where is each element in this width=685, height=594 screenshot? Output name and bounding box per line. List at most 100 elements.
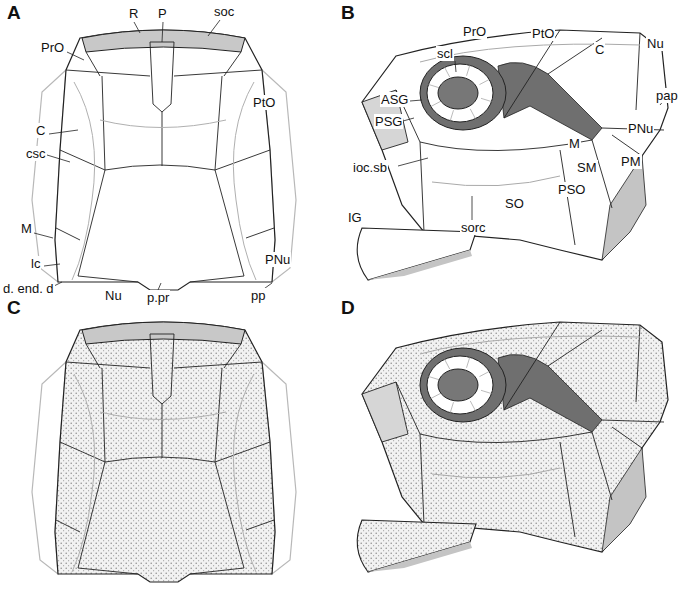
bone-label: SO (504, 196, 525, 211)
ring-segment (467, 65, 470, 76)
bone-label: IG (347, 210, 363, 225)
plate-suture (174, 70, 262, 76)
lateral-skull-drawing (357, 30, 668, 280)
bone-label: soc (213, 4, 235, 19)
ring-segment (428, 84, 439, 87)
bone-label: SM (576, 160, 598, 175)
skull-roof (55, 322, 275, 582)
bone-label: ASG (380, 92, 409, 107)
postorbital-area (498, 62, 602, 140)
cheek-outline (362, 322, 668, 552)
plate-suture (60, 442, 105, 462)
plate-suture (504, 30, 560, 118)
shaded-region (602, 156, 646, 260)
panel-letter: B (340, 2, 356, 23)
plate-suture (602, 420, 664, 422)
orbit (420, 56, 506, 130)
bone-label: R (128, 6, 139, 21)
plate-suture (420, 140, 592, 151)
plate-suture (504, 322, 560, 410)
sensory-canal (100, 412, 226, 420)
bone-label: PtO (252, 95, 276, 110)
bone-label: M (568, 136, 581, 151)
plate-suture (66, 70, 150, 76)
dorsal-skull-drawing (32, 30, 296, 290)
bone-label: d. end. d (2, 281, 55, 296)
panel-letter: A (6, 2, 22, 23)
plate-suture (224, 52, 241, 76)
bone-label: pap (655, 88, 679, 103)
plate-suture (105, 457, 244, 574)
dorsal-skull-rendering (32, 322, 296, 582)
bone-label: Nu (646, 36, 665, 51)
bone-label: p.pr (146, 290, 170, 305)
shaded-region (602, 448, 646, 552)
plate-suture (60, 150, 105, 170)
bone-label: pp (250, 288, 266, 303)
bone-label: PSO (557, 182, 586, 197)
bone-label: PNu (627, 121, 654, 136)
plate-suture (396, 382, 420, 434)
ring-segment (450, 402, 453, 413)
ring-segment (431, 393, 441, 398)
sensory-canal (420, 44, 640, 62)
sensory-canal (233, 374, 256, 572)
plate-suture (86, 52, 100, 76)
plate-suture (215, 368, 222, 462)
lateral-skull-rendering (357, 322, 668, 572)
sensory-canal (432, 468, 560, 478)
suborbital-front (362, 382, 408, 442)
eye (438, 369, 478, 401)
plate-suture (105, 165, 244, 282)
plate-suture (56, 228, 80, 240)
plate-suture (612, 135, 642, 156)
ring-segment (479, 79, 489, 84)
plate-suture (560, 442, 575, 537)
leader-lines (34, 20, 665, 291)
bone-label: Nu (104, 288, 123, 303)
plate-suture (215, 76, 222, 170)
plate-suture (224, 344, 241, 368)
bone-label: M (20, 221, 33, 236)
ring-segment (479, 371, 489, 376)
rostral-plate (82, 30, 245, 52)
plate-suture (612, 427, 642, 448)
plate-suture (548, 330, 602, 366)
jaw-shade (368, 250, 472, 280)
plate-suture (86, 344, 100, 368)
bone-label: PM (620, 154, 642, 169)
plate-suture (215, 442, 270, 462)
plate-suture (162, 112, 163, 166)
plate-suture (420, 434, 424, 524)
jaw-shade (368, 542, 472, 572)
ring-segment (481, 98, 492, 101)
plate-suture (592, 432, 612, 500)
plate-suture (78, 170, 138, 282)
plate-suture (246, 520, 274, 530)
sensory-canal (100, 120, 226, 128)
sensory-canal (432, 176, 560, 186)
plate-suture (420, 432, 592, 443)
bone-label: scl (436, 46, 454, 61)
bone-label: P (157, 6, 168, 21)
plate-suture (560, 150, 575, 245)
bone-label: ioc.sb (352, 160, 388, 175)
plate-suture (102, 76, 105, 170)
ring-segment (445, 67, 450, 77)
plate-suture (150, 334, 174, 404)
bone-label: PrO (462, 24, 487, 39)
ring-segment (428, 376, 439, 379)
plate-suture (162, 404, 163, 458)
postorbital-area (498, 354, 602, 432)
plate-suture (246, 228, 274, 238)
plate-suture (215, 150, 270, 170)
cheek-outline (362, 30, 668, 260)
plate-suture (420, 142, 424, 232)
bone-label: PSG (374, 114, 403, 129)
bone-label: C (594, 42, 605, 57)
plate-suture (102, 368, 105, 462)
bone-label: C (35, 123, 46, 138)
sclerotic-ring (427, 356, 493, 414)
rostral-plate (82, 322, 245, 344)
